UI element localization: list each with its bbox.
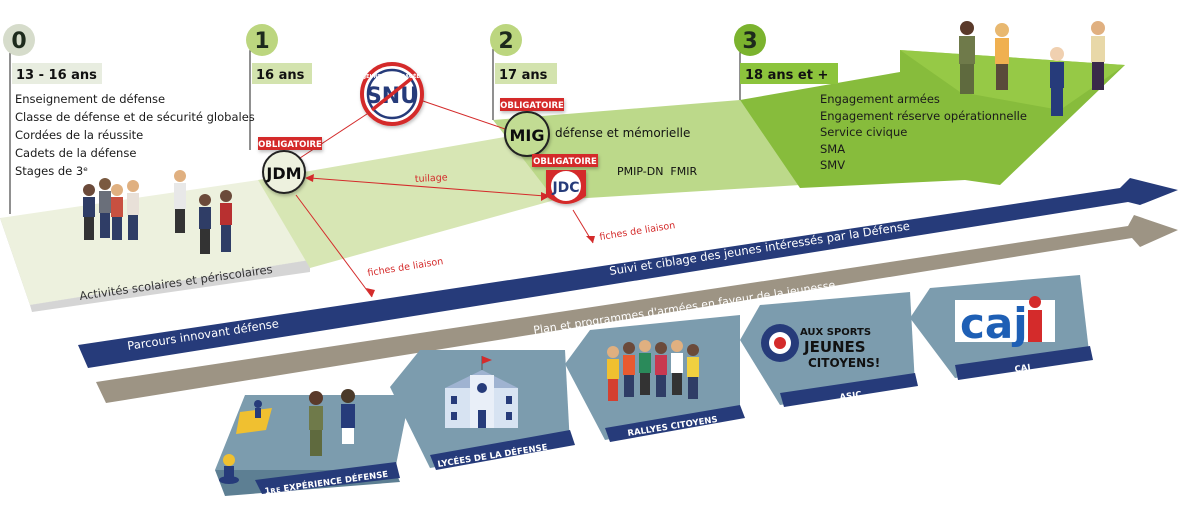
jdm-fiches-line [295,194,373,298]
jdm-badge: OBLIGATOIRE JDM [258,137,322,194]
step0-platform-base [30,260,310,312]
jdc-fiches-arrowhead [586,236,595,243]
step3-item: Engagement armées [820,92,940,106]
jdm-text: JDM [265,164,301,183]
tuilage-line [309,177,546,197]
snu-badge: SNU JEUNESSE ENGAGÉE [360,62,424,126]
step0-item: Cadets de la défense [15,146,137,160]
age-bg-2 [495,63,557,84]
age-bg-0 [12,63,102,84]
rally-group-figures [607,340,699,401]
step3-list: Engagement armées Engagement réserve opé… [820,91,1027,174]
age-label-3: 18 ans et + [745,68,828,83]
jdm-fiches-arrowhead [366,288,375,297]
step-circle-2 [490,24,522,56]
step0-item: Stages de 3ᵉ [15,164,89,178]
pmip-label: PMIP-DN FMIR [617,165,697,178]
jdc-badge: OBLIGATOIRE JDC [532,154,598,204]
jdc-text: JDC [551,180,579,196]
step3-item: SMA [820,141,846,156]
fiches-liaison-1: fiches de liaison [367,256,444,279]
tile-caption-5: CAJ [1014,363,1031,375]
taupe-arrow-band [96,215,1178,403]
tile-caption-4: ASJC [839,390,862,403]
tuilage-arrowhead-right [541,192,550,201]
step3-arrow-head-light [900,50,1125,110]
snu-to-jdm-line [299,111,371,159]
step-num-0: 0 [11,29,26,54]
age-label-2: 17 ans [499,68,548,83]
mig-obligatoire: OBLIGATOIRE [500,101,564,111]
blue-arrow-band [78,178,1178,368]
step0-item: Classe de défense et de sécurité globale… [15,110,255,124]
snu-to-mig-line [419,99,509,131]
step0-item: Enseignement de défense [15,92,166,106]
jdc-obligatoire: OBLIGATOIRE [533,157,597,167]
age-bg-3 [740,63,838,84]
step-circle-1 [246,24,278,56]
mig-text: MIG [509,126,544,145]
mig-description: défense et mémorielle [555,126,690,140]
step0-item: Cordées de la réussite [15,128,144,142]
asjc-logo-line2: JEUNES [803,338,866,356]
military-figures [959,21,1105,116]
snu-text: SNU [366,84,418,109]
step0-list: Enseignement de défense Classe de défens… [15,90,255,180]
asjc-logo-line1: AUX SPORTS [800,327,871,338]
caj-logo-text: caj [960,299,1028,348]
first-experience-figures [219,389,355,484]
step-num-3: 3 [742,29,757,54]
tile-asjc [740,292,918,407]
step3-item: Service civique [820,125,908,139]
age-bg-1 [252,63,312,84]
step-circle-0 [3,24,35,56]
step-num-1: 1 [254,29,269,54]
step1-platform [258,130,555,268]
jdm-obligatoire: OBLIGATOIRE [258,140,322,150]
age-label-0: 13 - 16 ans [16,68,97,83]
step0-platform-top [0,180,310,305]
fiches-liaison-2: fiches de liaison [599,220,676,243]
tuilage-arrowhead-left [305,174,314,182]
asjc-logo: AUX SPORTS JEUNES CITOYENS! [761,324,880,370]
age-label-1: 16 ans [256,68,305,83]
step-num-2: 2 [498,29,513,54]
asjc-logo-line3: CITOYENS! [808,356,880,370]
school-building-icon [445,356,518,428]
mig-badge: OBLIGATOIRE MIG [500,98,564,157]
tuilage-label: tuilage [415,172,448,185]
step-circle-3 [734,24,766,56]
step3-item: SMV [820,158,846,172]
students-group-figures [83,170,232,254]
snu-arc-text: JEUNESSE ENGAGÉE [363,72,420,80]
step3-item: Engagement réserve opérationnelle [820,108,1027,123]
caj-logo: caj [955,296,1055,348]
